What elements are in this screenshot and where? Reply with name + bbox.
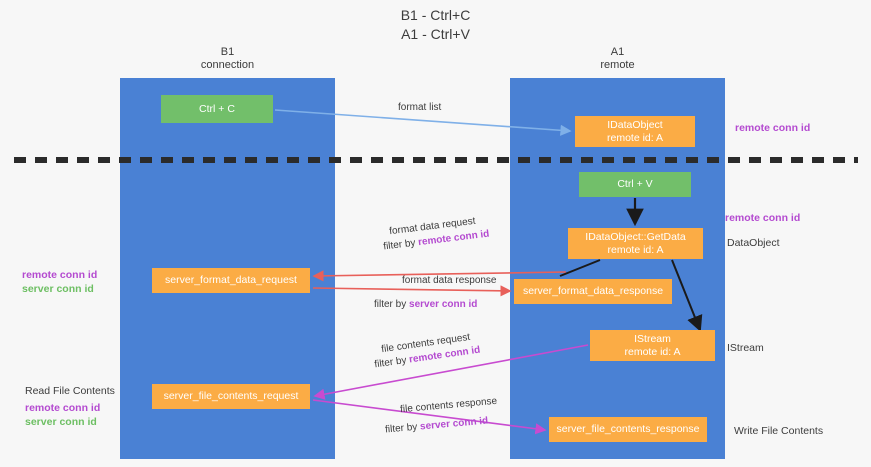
side-label-dataobject: DataObject (727, 237, 780, 249)
node-getdata-line2: remote id: A (607, 243, 664, 256)
filter-prefix: filter by (382, 237, 419, 253)
filter-prefix: filter by (384, 421, 421, 436)
side-label-left-remote-conn-id-2: remote conn id (25, 402, 101, 414)
diagram-title: B1 - Ctrl+C A1 - Ctrl+V (0, 6, 871, 44)
node-server-format-data-response-label: server_format_data_response (522, 285, 664, 297)
node-ctrl-c[interactable]: Ctrl + C (161, 95, 273, 123)
node-server-format-data-request-label: server_format_data_request (165, 274, 297, 286)
side-label-remote-conn-id-top: remote conn id (735, 122, 811, 134)
title-line-2: A1 - Ctrl+V (401, 26, 470, 42)
node-server-format-data-response[interactable]: server_format_data_response (514, 279, 672, 304)
side-label-conn-ids-left-2: remote conn id server conn id (25, 401, 100, 429)
edge-label-format-data-response: format data response (402, 275, 497, 286)
node-idataobject[interactable]: IDataObject remote id: A (575, 116, 695, 147)
lane-header-b1-name: B1 (220, 46, 235, 58)
node-ctrl-v[interactable]: Ctrl + V (579, 172, 691, 197)
edge-label-file-contents-response-filter: filter by server conn id (385, 415, 489, 437)
side-label-left-server-conn-id: server conn id (22, 283, 94, 295)
side-label-conn-ids-left: remote conn id server conn id (22, 268, 97, 296)
side-label-remote-conn-id-mid: remote conn id (725, 212, 801, 224)
node-istream[interactable]: IStream remote id: A (590, 330, 715, 361)
node-server-file-contents-response[interactable]: server_file_contents_response (549, 417, 707, 442)
edge-label-format-data-response-filter: filter by server conn id (374, 298, 477, 311)
filter-prefix: filter by (373, 354, 410, 371)
edge-format-data-response (312, 285, 512, 297)
filter-key-server-conn-id: server conn id (419, 415, 489, 433)
side-label-left-server-conn-id-2: server conn id (25, 416, 97, 428)
filter-prefix: filter by (374, 299, 410, 310)
lane-header-b1: B1 connection (120, 46, 335, 72)
node-ctrl-v-label: Ctrl + V (617, 178, 653, 190)
node-server-format-data-request[interactable]: server_format_data_request (152, 268, 310, 293)
node-istream-line2: remote id: A (624, 345, 681, 358)
side-label-istream: IStream (727, 342, 764, 354)
edge-label-file-contents-response: file contents response (399, 395, 498, 416)
node-istream-line1: IStream (634, 332, 671, 345)
lane-header-b1-role: connection (200, 59, 255, 71)
node-idataobject-line2: remote id: A (606, 131, 664, 144)
filter-key-server-conn-id: server conn id (409, 299, 478, 310)
node-ctrl-c-label: Ctrl + C (199, 102, 235, 115)
node-idataobject-getdata[interactable]: IDataObject::GetData remote id: A (568, 228, 703, 259)
side-label-read-file-contents: Read File Contents (25, 385, 115, 397)
lane-header-a1-name: A1 (610, 46, 625, 58)
node-getdata-line1: IDataObject::GetData (585, 230, 686, 243)
node-idataobject-line1: IDataObject (607, 118, 663, 131)
lane-header-a1: A1 remote (510, 46, 725, 72)
node-server-file-contents-request[interactable]: server_file_contents_request (152, 384, 310, 409)
node-server-file-contents-request-label: server_file_contents_request (163, 390, 299, 402)
lane-header-a1-role: remote (600, 59, 635, 71)
side-label-write-file-contents: Write File Contents (734, 425, 824, 437)
edge-label-format-list: format list (398, 102, 442, 113)
node-server-file-contents-response-label: server_file_contents_response (556, 423, 700, 435)
side-label-left-remote-conn-id: remote conn id (22, 269, 98, 281)
title-line-1: B1 - Ctrl+C (400, 7, 471, 23)
